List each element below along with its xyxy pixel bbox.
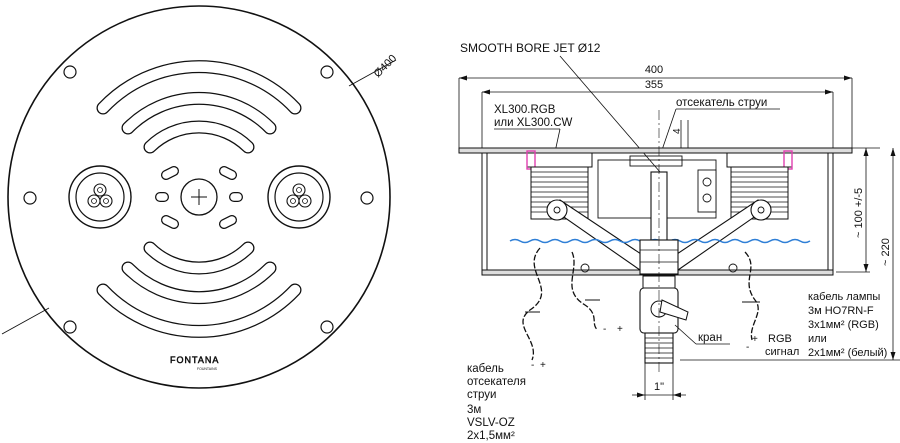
- mounting-hole: [320, 65, 334, 79]
- rgb-signal-line1: RGB: [768, 333, 792, 345]
- wire-mark: +: [540, 360, 546, 371]
- lamp-model-line2: или XL300.CW: [494, 117, 573, 129]
- mounting-hole: [23, 191, 37, 205]
- outer-plate-circle: [7, 5, 391, 389]
- wire-mark: +: [752, 334, 758, 345]
- cutoff-cable-line: отсекателя: [467, 376, 526, 388]
- lamp-cable-left: [571, 251, 599, 331]
- plan-view: FONTANA FOUNTAINS Ø400: [1, 5, 400, 389]
- dim-pipe-label: 1": [654, 381, 664, 393]
- lamp-cable-line: 2x1мм² (белый): [808, 347, 887, 359]
- logo-subtext: FOUNTAINS: [197, 367, 218, 371]
- cutoff-cable-line: VSLV-OZ: [467, 417, 515, 429]
- dim-inner-label: 355: [645, 79, 663, 91]
- dim-height-total-label: ~ 220: [880, 238, 892, 266]
- mounting-hole: [63, 65, 77, 79]
- right-lamp: [267, 165, 331, 229]
- cutoff-cable-line: 2x1,5мм²: [467, 430, 515, 442]
- dim-overall-label: 400: [645, 64, 663, 76]
- cutoff-actuator: [697, 169, 717, 213]
- lamp-cable-right: [744, 251, 759, 341]
- section-view: SMOOTH BORE JET Ø12 400 355 XL300.RGB ил…: [458, 41, 900, 442]
- jet-title: SMOOTH BORE JET Ø12: [460, 41, 601, 55]
- jet-cutoff-label: отсекатель струи: [676, 97, 767, 109]
- lamp-cable-line: кабель лампы: [808, 291, 880, 303]
- valve: [639, 275, 689, 364]
- valve-label: кран: [698, 332, 722, 344]
- cutoff-cable-text: кабель отсекателя струи 3м VSLV-OZ 2x1,5…: [467, 363, 526, 442]
- dim-small-label: 4: [672, 128, 683, 134]
- mounting-hole: [63, 320, 77, 334]
- top-plate: [458, 147, 853, 154]
- lamp-model-line1: XL300.RGB: [494, 104, 556, 116]
- left-lamp: [68, 165, 132, 229]
- mounting-hole: [360, 191, 374, 205]
- lamp-cable-text: кабель лампы 3м HO7RN-F 3x1мм² (RGB) или…: [808, 291, 887, 359]
- wire-mark: -: [603, 324, 606, 335]
- lamp-cable-line: 3x1мм² (RGB): [808, 319, 879, 331]
- center-nozzle: [180, 178, 218, 216]
- left-bracket: [546, 199, 651, 271]
- cutoff-cable-line: кабель: [467, 363, 504, 375]
- logo-text: FONTANA: [170, 355, 219, 365]
- right-bracket: [667, 199, 772, 271]
- wire-mark: -: [531, 360, 534, 371]
- wire-mark: -: [746, 342, 749, 353]
- rgb-signal-line2: сигнал: [765, 346, 799, 358]
- mounting-hole: [320, 320, 334, 334]
- cutoff-cable-line: струи: [467, 389, 496, 401]
- right-lamp-body: [726, 150, 793, 220]
- wire-mark: +: [617, 324, 623, 335]
- cutoff-cable: [522, 247, 543, 361]
- dim-height-adjust-label: ~ 100 +/-5: [853, 188, 865, 238]
- lamp-cable-line: или: [808, 333, 827, 345]
- diameter-label: Ø400: [372, 53, 400, 81]
- cutoff-cable-line: 3м: [467, 404, 481, 416]
- lamp-cable-line: 3м HO7RN-F: [808, 305, 874, 317]
- diameter-leader-line: [1, 307, 50, 335]
